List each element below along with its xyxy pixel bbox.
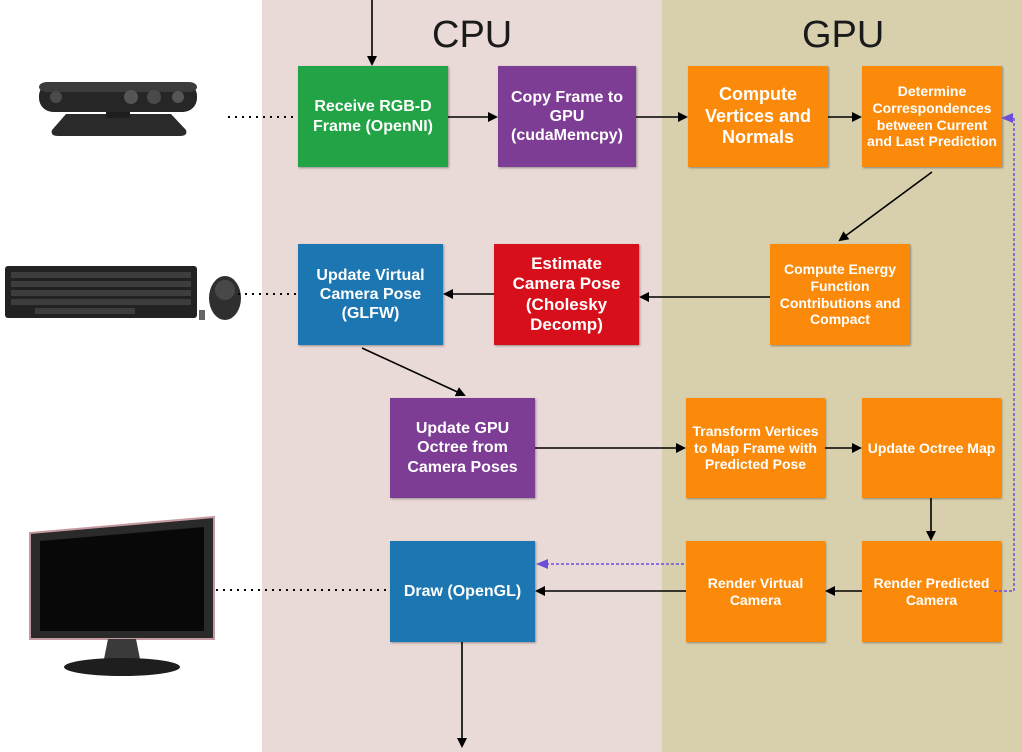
receive-rgbd-frame-box: Receive RGB-D Frame (OpenNI): [298, 66, 448, 167]
estimate-camera-pose-box: Estimate Camera Pose (Cholesky Decomp): [494, 244, 639, 345]
cpu-region-title: CPU: [432, 14, 513, 56]
update-virtual-camera-pose-box: Update Virtual Camera Pose (GLFW): [298, 244, 443, 345]
arrow-correspondence-to-energy: [838, 171, 933, 242]
determine-correspondences-box: Determine Correspondences between Curren…: [862, 66, 1002, 167]
transform-vertices-box: Transform Vertices to Map Frame with Pre…: [686, 398, 825, 498]
render-virtual-camera-box: Render Virtual Camera: [686, 541, 825, 642]
compute-energy-function-box: Compute Energy Function Contributions an…: [770, 244, 910, 345]
monitor-icon: [29, 515, 215, 676]
compute-vertices-normals-box: Compute Vertices and Normals: [688, 66, 828, 167]
update-octree-map-box: Update Octree Map: [862, 398, 1001, 498]
feedback-arrow-predicted-to-correspondence: [994, 113, 1015, 592]
draw-opengl-box: Draw (OpenGL): [390, 541, 535, 642]
depth-camera-icon: [39, 82, 197, 136]
copy-frame-to-gpu-box: Copy Frame to GPU (cudaMemcpy): [498, 66, 636, 167]
gpu-region-title: GPU: [802, 14, 885, 56]
keyboard-mouse-icon: [5, 266, 241, 320]
render-predicted-camera-box: Render Predicted Camera: [862, 541, 1001, 642]
update-gpu-octree-box: Update GPU Octree from Camera Poses: [390, 398, 535, 498]
arrow-update-camera-to-octree: [361, 347, 466, 397]
